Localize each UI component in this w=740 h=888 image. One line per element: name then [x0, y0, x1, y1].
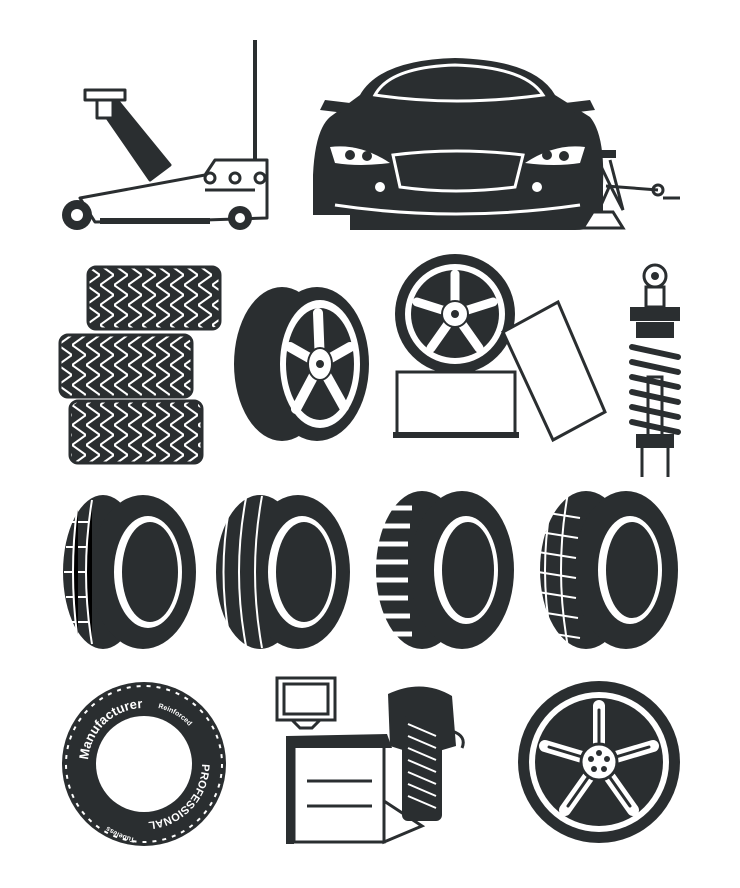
tire-pattern-b-icon [212, 492, 352, 652]
scissor-jack-icon [568, 150, 680, 234]
stacked-tires-icon [58, 265, 223, 465]
branded-tire-icon: Manufacturer Reinforced PROFESSIONAL TIR… [56, 671, 228, 848]
tire-pattern-c-icon [372, 488, 517, 653]
alloy-wheel-angled-icon [232, 285, 372, 443]
sports-car-front-icon [305, 55, 610, 233]
wheel-balancer-machine-icon [272, 676, 472, 848]
alloy-wheel-front-icon [517, 680, 682, 845]
floor-jack-icon [55, 40, 275, 235]
tire-pattern-d-icon [536, 488, 681, 653]
shock-absorber-icon [628, 262, 682, 482]
wheel-on-rims-icon [393, 252, 608, 443]
tire-pattern-a-icon [58, 492, 198, 652]
